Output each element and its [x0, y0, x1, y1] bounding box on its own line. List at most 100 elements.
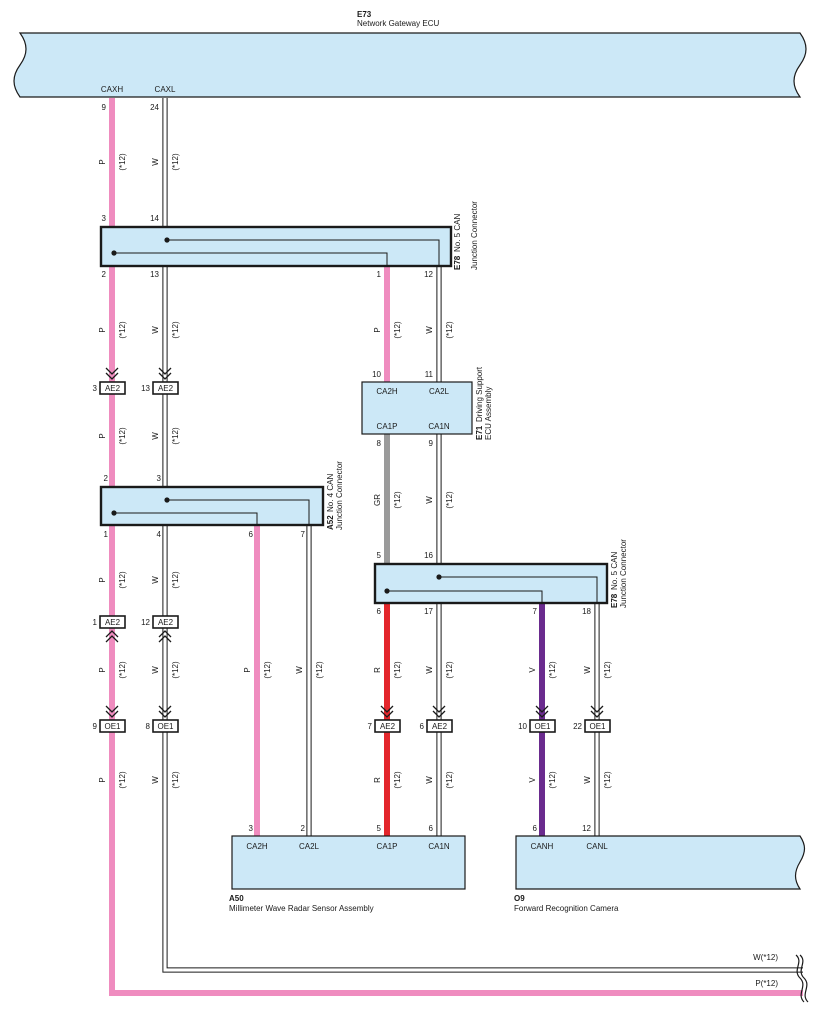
pin-number: 7: [533, 607, 538, 616]
wire-code: P: [243, 667, 252, 672]
svg-text:8: 8: [146, 722, 151, 731]
continuation-marks: W(*12) P(*12): [753, 953, 809, 1003]
pin-number: 6: [429, 824, 434, 833]
svg-text:22: 22: [573, 722, 582, 731]
wire-note: (*12): [393, 491, 402, 509]
wire-code: W: [151, 576, 160, 584]
gateway-code: E73: [357, 10, 372, 19]
jc4-line1: No. 4 CAN: [326, 474, 335, 512]
wire-code: W: [425, 666, 434, 674]
gateway-pin-caxl: CAXL: [155, 85, 176, 94]
pin-number: 2: [104, 474, 109, 483]
pin-number: 12: [582, 824, 591, 833]
pin-number: 6: [249, 530, 254, 539]
svg-text:7: 7: [368, 722, 373, 731]
wire-note: (*12): [548, 771, 557, 789]
wire-code: V: [528, 777, 537, 783]
camera-pin-canh: CANH: [531, 842, 554, 851]
svg-text:AE2: AE2: [432, 722, 448, 731]
wire-p-main: [109, 98, 803, 996]
pin-number: 9: [102, 103, 107, 112]
wire-note: (*12): [118, 771, 127, 789]
wire-code: GR: [373, 494, 382, 506]
pin-number: 9: [429, 439, 434, 448]
connector-ae2-p12: AE2 12: [141, 615, 179, 643]
wire-code: P: [98, 777, 107, 782]
svg-text:AE2: AE2: [105, 618, 121, 627]
wire-note: (*12): [393, 661, 402, 679]
pin-number: 3: [102, 214, 107, 223]
wire-code: P: [98, 327, 107, 332]
wire-note: (*12): [445, 321, 454, 339]
continuation-w: W(*12): [753, 953, 778, 962]
wire-note: (*12): [171, 571, 180, 589]
pin-number: 3: [157, 474, 162, 483]
wire-code: W: [583, 666, 592, 674]
camera-name: Forward Recognition Camera: [514, 904, 619, 913]
svg-text:10: 10: [518, 722, 527, 731]
wire-code: R: [373, 777, 382, 783]
wire-note: (*12): [118, 153, 127, 171]
radar-name: Millimeter Wave Radar Sensor Assembly: [229, 904, 374, 913]
svg-text:6: 6: [420, 722, 425, 731]
wire-note: (*12): [315, 661, 324, 679]
wire-code: W: [583, 776, 592, 784]
pin-number: 12: [424, 270, 433, 279]
wire-note: (*12): [445, 661, 454, 679]
wire-note: (*12): [118, 321, 127, 339]
ecu-pin-ca2l: CA2L: [429, 387, 450, 396]
ecu-code: E71: [475, 425, 484, 440]
driving-support-ecu: 10 11 CA2H CA2L CA1P CA1N 8 9 E71 Drivin…: [361, 366, 493, 448]
svg-text:AE2: AE2: [380, 722, 396, 731]
wire-code: W: [151, 432, 160, 440]
pin-number: 5: [377, 824, 382, 833]
wire-code: R: [373, 667, 382, 673]
ecu-pin-ca1n: CA1N: [428, 422, 450, 431]
ecu-pin-ca2h: CA2H: [376, 387, 398, 396]
svg-text:1: 1: [93, 618, 98, 627]
gateway-pin-caxh: CAXH: [101, 85, 123, 94]
wire-note: (*12): [118, 427, 127, 445]
wire-labels-mid3: P (*12) W (*12): [98, 571, 180, 589]
radar-sensor: 3 2 5 6 CA2H CA2L CA1P CA1N A50 Millimet…: [229, 824, 466, 913]
svg-text:OE1: OE1: [104, 722, 121, 731]
svg-text:AE2: AE2: [158, 384, 174, 393]
wire-code: W: [425, 496, 434, 504]
ecu-line2: ECU Assembly: [484, 387, 493, 440]
pin-number: 10: [372, 370, 381, 379]
camera-code: O9: [514, 894, 525, 903]
wire-code: W: [151, 776, 160, 784]
wire-labels-low: P (*12) W (*12) R (*12) W (*12) V (*12) …: [98, 771, 612, 789]
pin-number: 4: [157, 530, 162, 539]
wire-labels-mid1: P (*12) W (*12) P (*12) W (*12): [98, 321, 454, 339]
wire-code: P: [98, 577, 107, 582]
gateway-name: Network Gateway ECU: [357, 19, 439, 28]
wire-note: (*12): [171, 153, 180, 171]
pin-number: 11: [425, 370, 434, 379]
pin-number: 18: [582, 607, 591, 616]
jc5u-line1: No. 5 CAN: [453, 214, 462, 252]
svg-text:3: 3: [93, 384, 98, 393]
wire-code: P: [98, 433, 107, 438]
ecu-pin-ca1p: CA1P: [377, 422, 398, 431]
pin-number: 3: [249, 824, 254, 833]
svg-text:9: 9: [93, 722, 98, 731]
connector-ae2-p1: AE2 1: [93, 615, 126, 643]
wire-code: W: [151, 158, 160, 166]
pin-number: 1: [104, 530, 109, 539]
pin-number: 2: [301, 824, 306, 833]
connector-ae2-p6: AE2 6: [420, 705, 453, 733]
wire-labels-mid4: P (*12) W (*12) P (*12) W (*12) R (*12) …: [98, 661, 612, 679]
junction-connector-e78-lower: 5 16 6 17 7 18 E78 No. 5 CAN Junction Co…: [373, 539, 628, 616]
svg-text:AE2: AE2: [105, 384, 121, 393]
wire-code: W: [151, 666, 160, 674]
ecu-line1: Driving Support: [475, 366, 484, 422]
svg-text:12: 12: [141, 618, 150, 627]
radar-pin-ca1n: CA1N: [428, 842, 450, 851]
connector-oe1-p8: OE1 8: [146, 705, 179, 733]
connector-oe1-p9: OE1 9: [93, 705, 126, 733]
wire-note: (*12): [548, 661, 557, 679]
pin-number: 14: [150, 214, 159, 223]
connector-ae2-p7: AE2 7: [368, 705, 401, 733]
pin-number: 5: [377, 551, 382, 560]
